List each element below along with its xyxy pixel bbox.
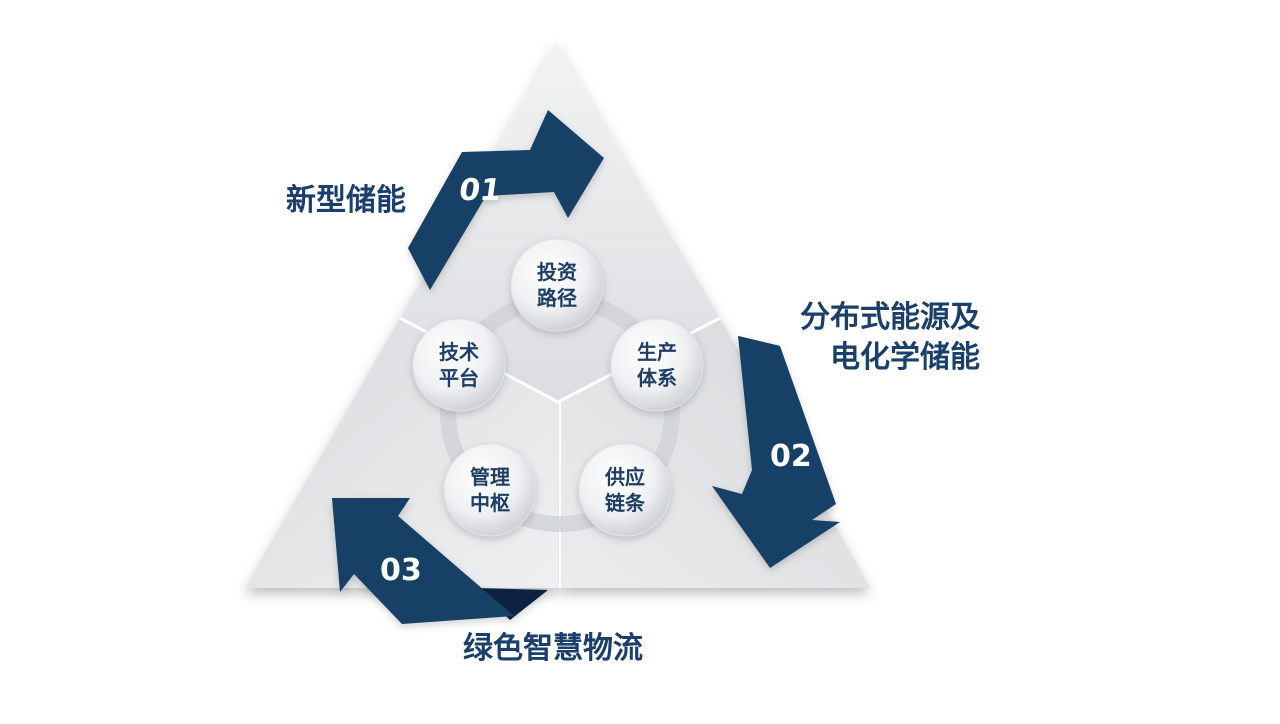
node-investment: 投资 路径: [512, 240, 602, 330]
panel-top: [400, 42, 720, 402]
node-management: 管理 中枢: [445, 445, 535, 535]
arrow-03: 03: [332, 498, 548, 624]
node-supply-line2: 链条: [605, 491, 645, 515]
node-production-line2: 体系: [637, 366, 677, 390]
label-distributed-energy: 分布式能源及 电化学储能: [780, 298, 980, 378]
node-ball-investment: [510, 238, 604, 332]
node-ball-management: [443, 443, 537, 537]
node-production: 生产 体系: [612, 320, 702, 410]
node-technology-line2: 平台: [439, 366, 479, 390]
label-distributed-energy-line1: 分布式能源及: [800, 300, 980, 335]
node-supply: 供应 链条: [580, 445, 670, 535]
arrow-01: 01: [408, 110, 604, 290]
arrow-02-number: 02: [770, 439, 812, 474]
node-ball-technology: [412, 318, 506, 412]
arrow-03-number: 03: [380, 553, 422, 588]
node-management-line2: 中枢: [470, 491, 510, 515]
node-investment-line2: 路径: [537, 286, 577, 310]
node-management-line1: 管理: [470, 465, 510, 489]
node-investment-line1: 投资: [537, 260, 577, 284]
node-supply-line1: 供应: [605, 465, 645, 489]
label-new-energy-storage: 新型储能: [286, 183, 406, 218]
node-ball-production: [610, 318, 704, 412]
node-ball-supply: [578, 443, 672, 537]
label-green-logistics: 绿色智慧物流: [463, 631, 643, 666]
arrow-01-number: 01: [457, 173, 504, 208]
arrow-02: 02: [712, 336, 840, 568]
label-distributed-energy-line2: 电化学储能: [830, 340, 980, 375]
node-production-line1: 生产: [637, 340, 677, 364]
node-technology-line1: 技术: [439, 340, 479, 364]
node-technology: 技术 平台: [414, 320, 504, 410]
